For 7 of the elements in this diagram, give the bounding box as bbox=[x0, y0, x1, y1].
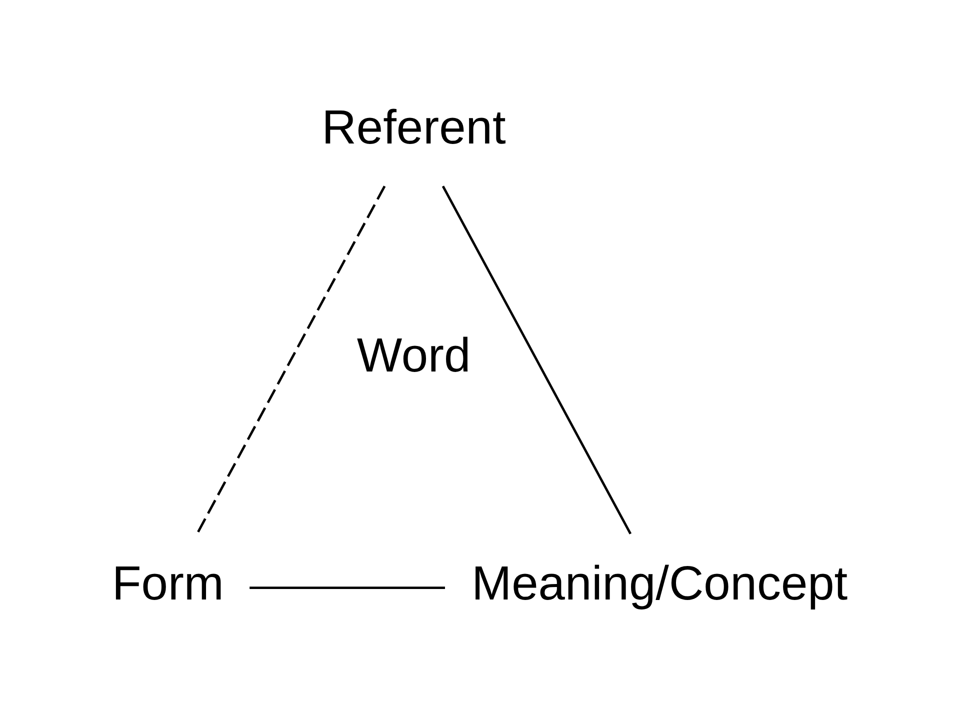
connector bbox=[196, 186, 386, 534]
connector bbox=[249, 586, 444, 590]
label: Word bbox=[356, 329, 470, 382]
connector bbox=[441, 186, 632, 534]
node-text: Referent bbox=[321, 102, 506, 155]
node-text: Meaning/Concept bbox=[471, 557, 848, 610]
node-text: Form bbox=[111, 557, 224, 610]
